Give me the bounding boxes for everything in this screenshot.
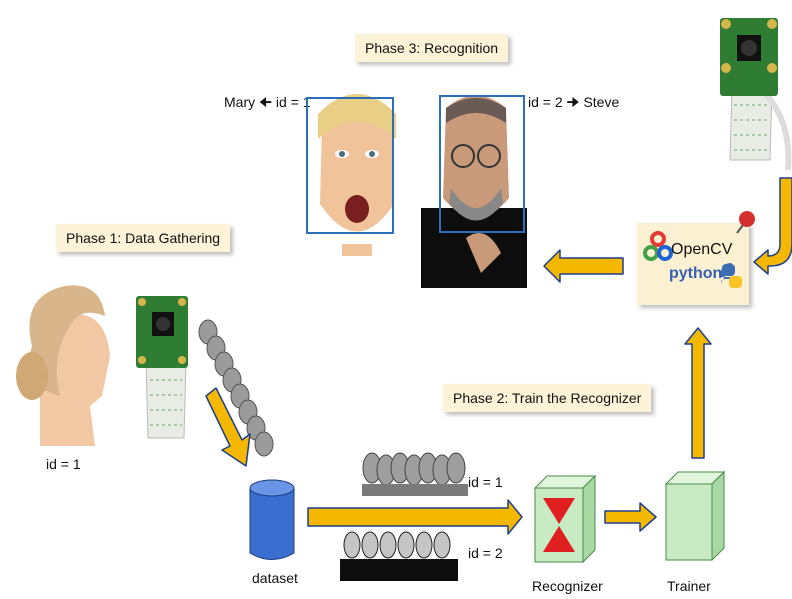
python-logo — [721, 263, 742, 288]
mary-id: id = 1 — [275, 94, 311, 110]
opencv-python-logo: OpenCV python — [637, 211, 755, 305]
steve-face-box — [439, 95, 525, 233]
face-row-id1 — [362, 452, 468, 496]
phase3-label: Phase 3: Recognition — [355, 34, 509, 62]
row1-id-label: id = 1 — [468, 474, 503, 490]
opencv-text: OpenCV — [671, 241, 733, 258]
right-arrow-icon: 🠊 — [566, 94, 580, 110]
person-id-label: id = 1 — [46, 456, 81, 472]
arrow-camera-to-logo — [753, 177, 792, 275]
mary-face-box — [306, 97, 394, 234]
camera-module-icon-phase1 — [136, 296, 188, 439]
opencv-logo — [643, 231, 673, 261]
face-row-id2 — [340, 531, 458, 581]
steve-label-group: id = 2 🠊 Steve — [528, 92, 619, 116]
mary-label-group: Mary 🠈 id = 1 — [224, 92, 311, 116]
python-text: python — [669, 265, 723, 282]
arrow-logo-to-faces — [543, 249, 624, 283]
mary-face — [318, 94, 396, 256]
steve-name: Steve — [583, 94, 620, 110]
left-arrow-icon: 🠈 — [259, 94, 273, 110]
recognizer-cube — [533, 474, 597, 564]
dataset-label: dataset — [252, 570, 298, 586]
mary-name: Mary — [224, 94, 256, 110]
trainer-label: Trainer — [667, 578, 711, 594]
arrow-trainer-to-logo — [684, 327, 712, 459]
hourglass-icon — [543, 498, 575, 552]
person-side-profile — [16, 285, 110, 446]
row2-id-label: id = 2 — [468, 545, 503, 561]
phase2-label: Phase 2: Train the Recognizer — [443, 384, 652, 412]
trainer-cube — [664, 470, 726, 562]
recognizer-label: Recognizer — [532, 578, 603, 594]
steve-id: id = 2 — [528, 94, 563, 110]
camera-module-icon — [720, 18, 792, 171]
face-thumbnail-stack — [198, 319, 274, 457]
database-cylinder-icon — [249, 479, 295, 560]
arrow-recognizer-to-trainer — [604, 502, 657, 532]
steve-face — [421, 95, 527, 288]
pushpin-icon — [736, 211, 755, 234]
phase1-label: Phase 1: Data Gathering — [56, 224, 231, 252]
